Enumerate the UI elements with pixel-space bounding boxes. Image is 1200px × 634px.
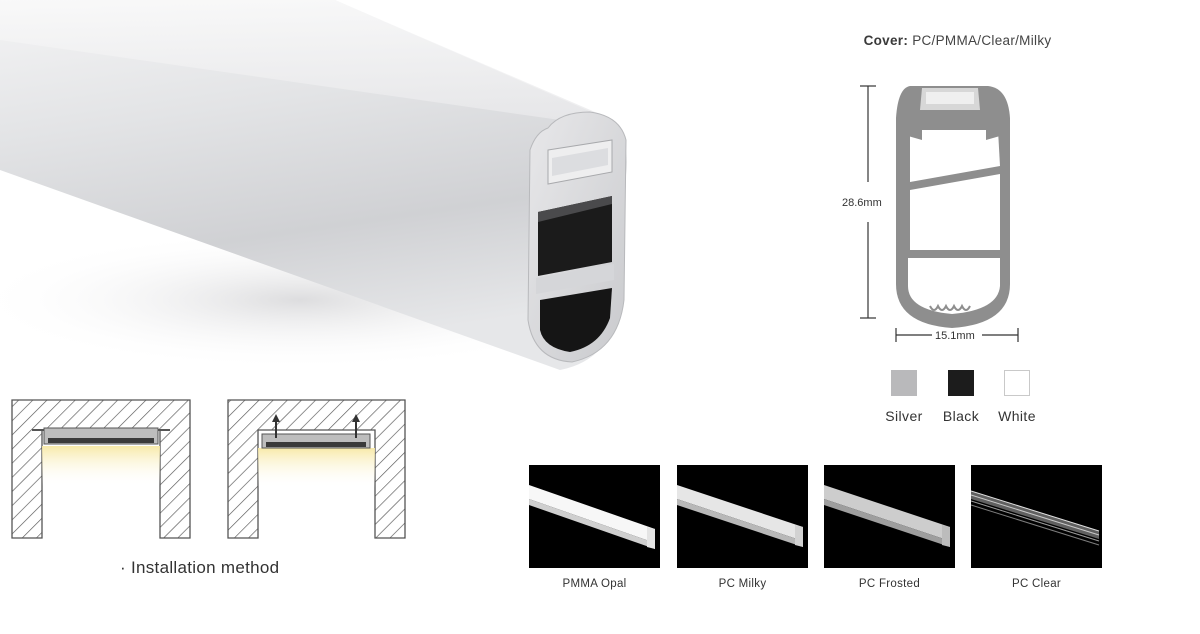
profile-product-render xyxy=(0,0,630,370)
swatch-silver[interactable] xyxy=(891,370,917,396)
swatch-black[interactable] xyxy=(948,370,974,396)
cover-value: PC/PMMA/Clear/Milky xyxy=(912,33,1052,48)
install-diagram-recessed xyxy=(11,399,191,539)
cover-card-pc-frosted[interactable] xyxy=(824,465,955,568)
width-dimension: 15.1mm xyxy=(935,330,975,342)
height-dimension: 28.6mm xyxy=(842,197,882,209)
cover-spec: Cover: PC/PMMA/Clear/Milky xyxy=(800,33,1115,48)
cover-label: Cover: xyxy=(863,33,909,48)
install-diagram-screws xyxy=(227,399,406,539)
cover-label-pc-clear: PC Clear xyxy=(1011,578,1062,590)
cover-label-pc-milky: PC Milky xyxy=(718,578,767,590)
cover-card-pc-milky[interactable] xyxy=(677,465,808,568)
profile-cross-section: 28.6mm 15.1mm xyxy=(842,85,1019,342)
cover-label-pc-frosted: PC Frosted xyxy=(858,578,921,590)
swatch-label-silver: Silver xyxy=(885,408,923,424)
swatch-white[interactable] xyxy=(1004,370,1030,396)
installation-diagrams xyxy=(11,399,406,539)
cover-card-pmma-opal[interactable] xyxy=(529,465,660,568)
swatch-label-black: Black xyxy=(942,408,980,424)
swatch-label-white: White xyxy=(998,408,1036,424)
cover-card-pc-clear[interactable] xyxy=(971,465,1102,568)
cover-label-pmma-opal: PMMA Opal xyxy=(562,578,627,590)
installation-caption: · Installation method xyxy=(120,558,280,577)
